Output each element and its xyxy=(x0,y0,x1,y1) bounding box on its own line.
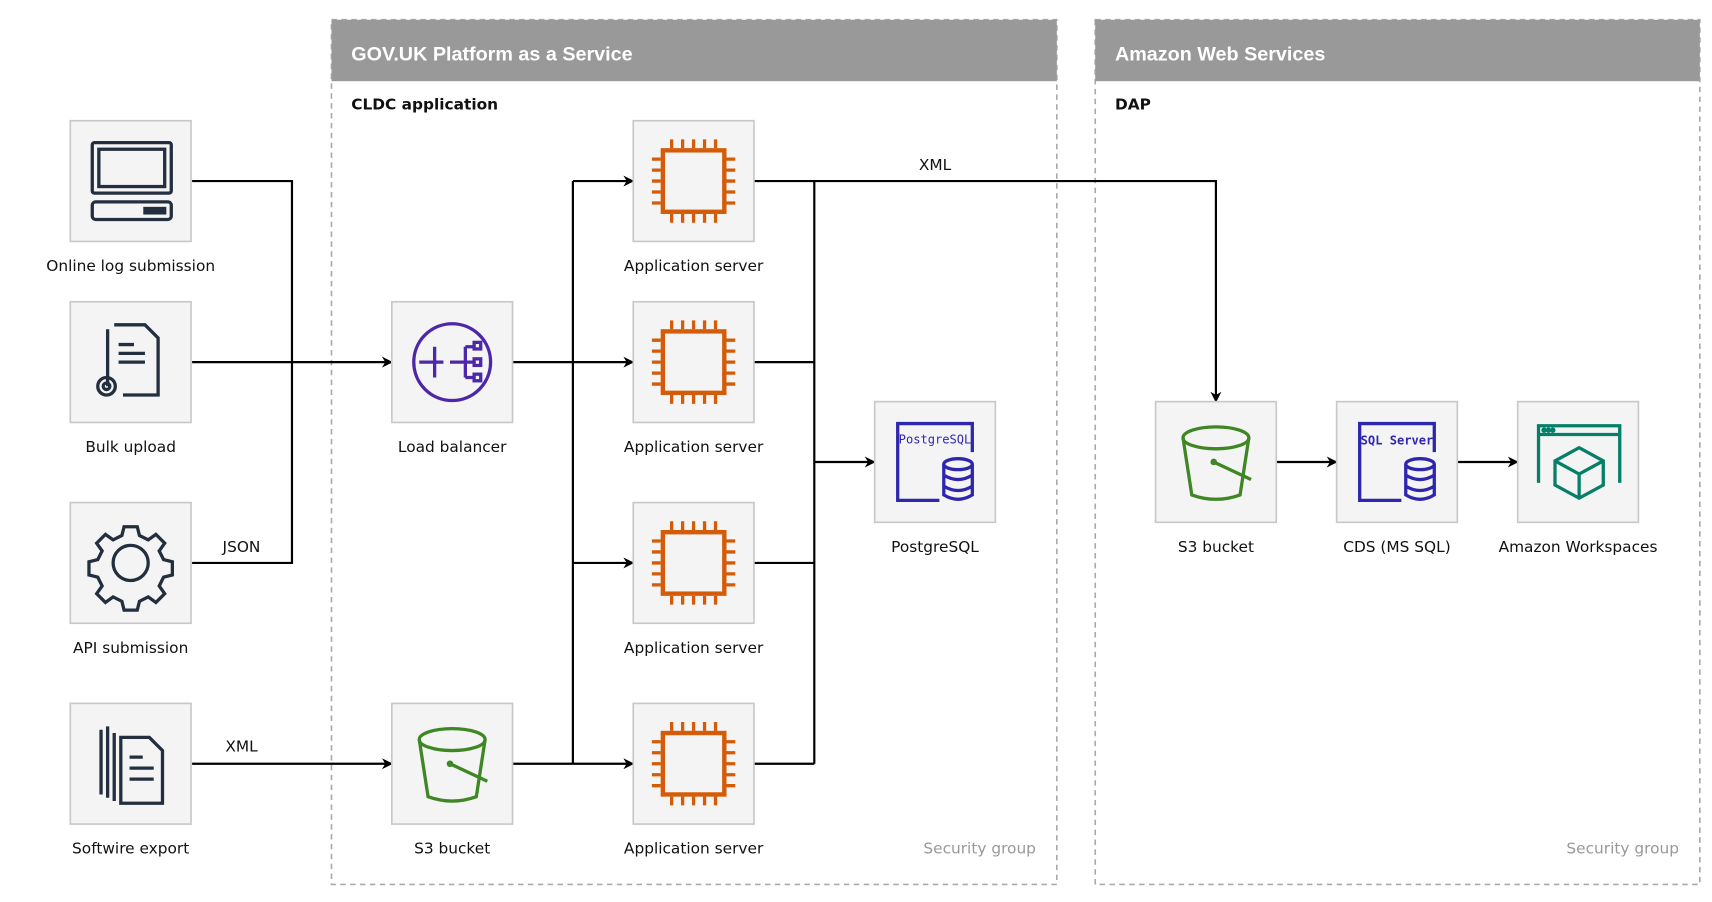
node-label: Application server xyxy=(624,639,764,657)
sql-server-badge: SQL Server xyxy=(1361,433,1434,447)
edge-label-xml-dap: XML xyxy=(919,156,952,174)
document-gear-icon xyxy=(96,323,160,397)
aws-title: Amazon Web Services xyxy=(1115,43,1325,65)
workspaces-icon xyxy=(1536,424,1622,501)
cds-node[interactable]: SQL Server CDS (MS SQL) xyxy=(1335,400,1459,556)
source-label: API submission xyxy=(73,639,188,657)
source-bulk-upload[interactable]: Bulk upload xyxy=(69,300,192,456)
node-label: Amazon Workspaces xyxy=(1499,538,1658,556)
node-label: S3 bucket xyxy=(1178,538,1254,556)
node-label: S3 bucket xyxy=(414,840,490,858)
connectors: JSON XML XML xyxy=(192,156,1519,770)
gear-icon xyxy=(87,525,175,612)
postgresql-node[interactable]: PostgreSQL PostgreSQL xyxy=(873,400,997,556)
node-label: Load balancer xyxy=(398,438,507,456)
aws-group: Amazon Web Services DAP Security group xyxy=(1094,18,1701,886)
sql-server-icon: SQL Server xyxy=(1358,421,1439,505)
paas-title: GOV.UK Platform as a Service xyxy=(351,43,632,65)
edge-label-json: JSON xyxy=(222,538,261,556)
app-server-3[interactable]: Application server xyxy=(624,501,764,657)
paas-s3-node[interactable]: S3 bucket xyxy=(391,702,514,858)
edge-label-xml-export: XML xyxy=(225,738,258,756)
postgresql-icon: PostgreSQL xyxy=(896,421,977,505)
load-balancer-node[interactable]: Load balancer xyxy=(391,300,514,456)
node-label: PostgreSQL xyxy=(891,538,979,556)
node-label: Application server xyxy=(624,257,764,275)
aws-subtitle: DAP xyxy=(1115,96,1151,114)
paas-subtitle: CLDC application xyxy=(351,96,498,114)
source-label: Online log submission xyxy=(46,257,215,275)
source-softwire-export[interactable]: Softwire export xyxy=(69,702,192,858)
source-online-log[interactable]: Online log submission xyxy=(46,119,215,275)
computer-icon xyxy=(90,141,173,222)
documents-icon xyxy=(99,726,165,805)
load-balancer-icon xyxy=(412,322,493,403)
postgresql-badge: PostgreSQL xyxy=(899,432,972,446)
node-label: Application server xyxy=(624,840,764,858)
paas-group: GOV.UK Platform as a Service CLDC applic… xyxy=(330,18,1058,886)
source-label: Softwire export xyxy=(72,840,189,858)
workspaces-node[interactable]: Amazon Workspaces xyxy=(1499,400,1658,556)
aws-s3-node[interactable]: S3 bucket xyxy=(1154,400,1278,556)
node-label: CDS (MS SQL) xyxy=(1343,538,1450,556)
app-server-4[interactable]: Application server xyxy=(624,702,764,858)
aws-security-group: Security group xyxy=(1566,840,1679,858)
node-label: Application server xyxy=(624,438,764,456)
app-server-2[interactable]: Application server xyxy=(624,300,764,456)
paas-security-group: Security group xyxy=(923,840,1036,858)
app-server-1[interactable]: Application server xyxy=(624,119,764,275)
source-api[interactable]: API submission xyxy=(69,501,192,657)
source-label: Bulk upload xyxy=(85,438,176,456)
